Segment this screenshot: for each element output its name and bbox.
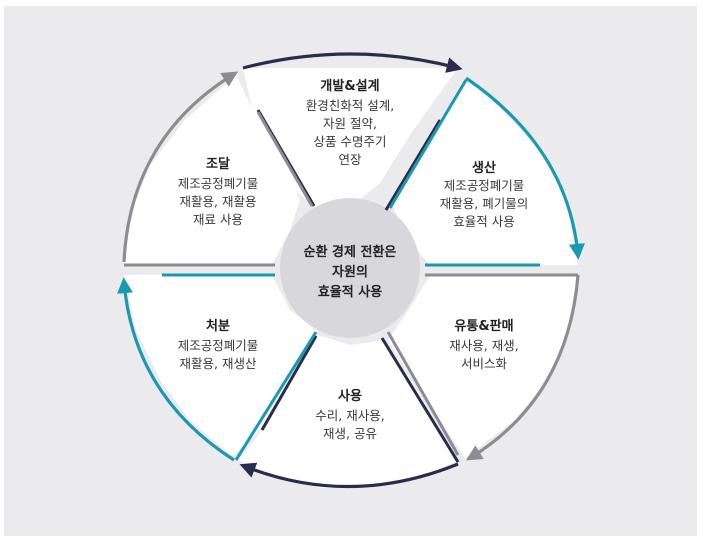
divider-production-top bbox=[388, 79, 468, 209]
segment-production bbox=[392, 76, 578, 265]
arc-design-arrow bbox=[242, 52, 463, 73]
center-line-3: 효율적 사용 bbox=[318, 284, 382, 300]
design-line-3: 상품 수명주기 bbox=[314, 134, 387, 149]
divider-procurement-top bbox=[256, 111, 314, 207]
distribution-title: 유통&판매 bbox=[454, 318, 513, 334]
design-line-2: 자원 절약, bbox=[323, 116, 377, 131]
design-title: 개발&설계 bbox=[320, 78, 379, 94]
procurement-line-2: 재활용, 재활용 bbox=[180, 194, 257, 209]
disposal-title: 처분 bbox=[206, 318, 230, 334]
segment-distribution bbox=[388, 275, 578, 458]
arc-procurement-arrow bbox=[122, 71, 239, 263]
arc-distribution-arrow bbox=[465, 274, 580, 461]
production-title: 생산 bbox=[472, 160, 496, 176]
procurement-line-1: 제조공정폐기물 bbox=[178, 176, 259, 191]
design-line-1: 환경친화적 설계, bbox=[306, 98, 394, 113]
segment-use bbox=[238, 335, 455, 488]
use-line-2: 재생, 공유 bbox=[323, 426, 377, 441]
divider-use-left bbox=[260, 335, 318, 431]
arc-use-arrow bbox=[239, 462, 459, 489]
production-line-3: 효율적 사용 bbox=[453, 214, 514, 229]
divider-design-right bbox=[384, 119, 442, 211]
production-line-2: 재활용, 폐기물의 bbox=[440, 196, 528, 211]
procurement-line-3: 재료 사용 bbox=[193, 212, 243, 227]
segment-design bbox=[243, 68, 458, 208]
center-line-2: 자원의 bbox=[332, 264, 368, 280]
procurement-title: 조달 bbox=[206, 157, 230, 172]
distribution-line-1: 재사용, 재생, bbox=[449, 338, 518, 353]
center-hub bbox=[280, 198, 420, 338]
divider-distribution-bottom bbox=[386, 331, 460, 456]
arc-production-arrow bbox=[465, 76, 585, 260]
use-title: 사용 bbox=[338, 388, 362, 404]
divider-disposal-bottom bbox=[234, 331, 318, 461]
design-line-4: 연장 bbox=[338, 152, 362, 167]
segment-procurement bbox=[124, 75, 300, 265]
center-line-1: 순환 경제 전환은 bbox=[304, 244, 397, 260]
disposal-line-1: 제조공정폐기물 bbox=[178, 338, 259, 353]
use-line-1: 수리, 재사용, bbox=[315, 408, 384, 423]
production-line-1: 제조공정폐기물 bbox=[444, 178, 525, 193]
disposal-line-2: 재활용, 재생산 bbox=[180, 356, 257, 371]
divider-use-right bbox=[380, 337, 460, 463]
segment-disposal bbox=[124, 275, 318, 456]
distribution-line-2: 서비스화 bbox=[461, 356, 508, 371]
arc-disposal-arrow bbox=[117, 277, 235, 462]
